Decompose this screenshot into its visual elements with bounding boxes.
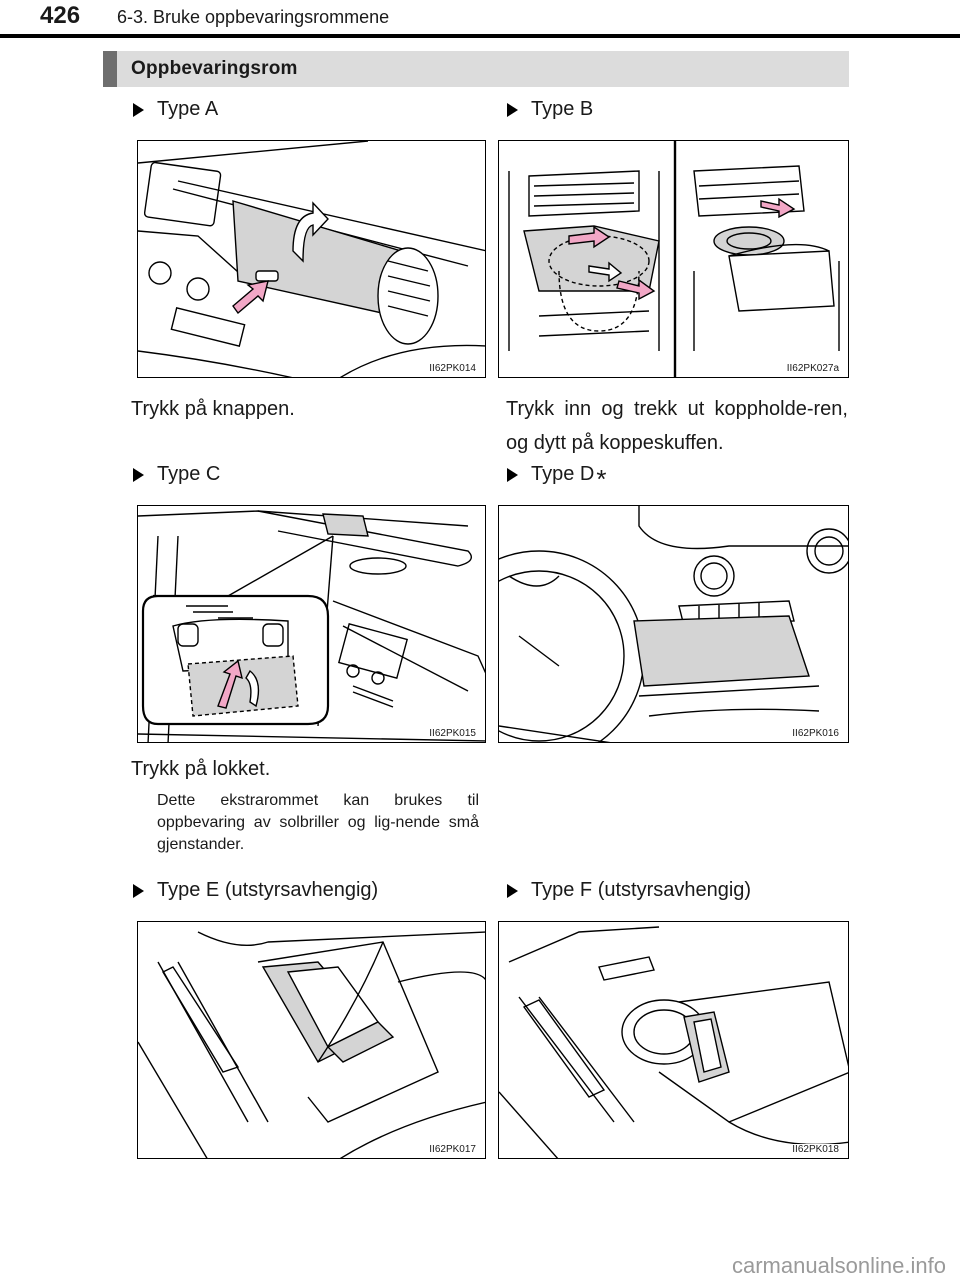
figure-code: II62PK014 bbox=[428, 363, 477, 374]
figure-code: II62PK017 bbox=[428, 1144, 477, 1155]
type-c-note: Dette ekstrarommet kan brukes til oppbev… bbox=[157, 792, 479, 853]
type-a-label: Type A bbox=[157, 98, 219, 120]
bullet-triangle-icon bbox=[507, 102, 518, 117]
type-c-heading: Type C bbox=[133, 463, 220, 486]
bullet-triangle-icon bbox=[133, 467, 144, 482]
figure-type-c: II62PK015 bbox=[137, 505, 486, 743]
section-heading-bar: Oppbevaringsrom bbox=[103, 51, 849, 87]
type-d-label: Type D bbox=[531, 463, 595, 485]
figure-code: II62PK018 bbox=[791, 1144, 840, 1155]
type-e-heading: Type E (utstyrsavhengig) bbox=[133, 879, 378, 902]
type-b-heading: Type B bbox=[507, 98, 593, 121]
cupholder-illustration bbox=[508, 141, 840, 377]
page-number: 426 bbox=[40, 2, 81, 29]
console-box-e-illustration bbox=[138, 931, 485, 1158]
figure-code: II62PK015 bbox=[428, 728, 477, 739]
bullet-triangle-icon bbox=[507, 883, 518, 898]
glovebox-illustration bbox=[138, 141, 485, 377]
section-title: Oppbevaringsrom bbox=[131, 58, 298, 79]
type-d-heading: Type D * bbox=[507, 463, 606, 492]
section-header: 6-3. Bruke oppbevaringsrommene bbox=[117, 7, 390, 27]
figure-type-d: II62PK016 bbox=[498, 505, 849, 743]
type-a-heading: Type A bbox=[133, 98, 218, 121]
header-rule bbox=[0, 34, 960, 38]
figure-type-b: II62PK027a bbox=[498, 140, 849, 378]
bullet-triangle-icon bbox=[133, 102, 144, 117]
bullet-triangle-icon bbox=[133, 883, 144, 898]
type-b-caption: Trykk inn og trekk ut koppholde-ren, og … bbox=[506, 398, 848, 454]
console-box-f-illustration bbox=[499, 926, 848, 1158]
heading-accent bbox=[103, 51, 117, 87]
bullet-triangle-icon bbox=[507, 467, 518, 482]
lower-tray-illustration bbox=[499, 506, 848, 742]
figure-code: II62PK016 bbox=[791, 728, 840, 739]
watermark: carmanualsonline.info bbox=[731, 1253, 946, 1278]
figure-type-a: II62PK014 bbox=[137, 140, 486, 378]
type-a-caption: Trykk på knappen. bbox=[131, 398, 295, 420]
figure-type-e: II62PK017 bbox=[137, 921, 486, 1159]
type-f-label: Type F (utstyrsavhengig) bbox=[531, 879, 752, 901]
type-b-label: Type B bbox=[531, 98, 594, 120]
type-c-label: Type C bbox=[157, 463, 221, 485]
figure-type-f: II62PK018 bbox=[498, 921, 849, 1159]
type-c-caption: Trykk på lokket. bbox=[131, 758, 271, 780]
figure-code: II62PK027a bbox=[785, 363, 840, 374]
type-f-heading: Type F (utstyrsavhengig) bbox=[507, 879, 751, 902]
type-e-label: Type E (utstyrsavhengig) bbox=[157, 879, 379, 901]
overhead-console-illustration bbox=[138, 510, 485, 742]
